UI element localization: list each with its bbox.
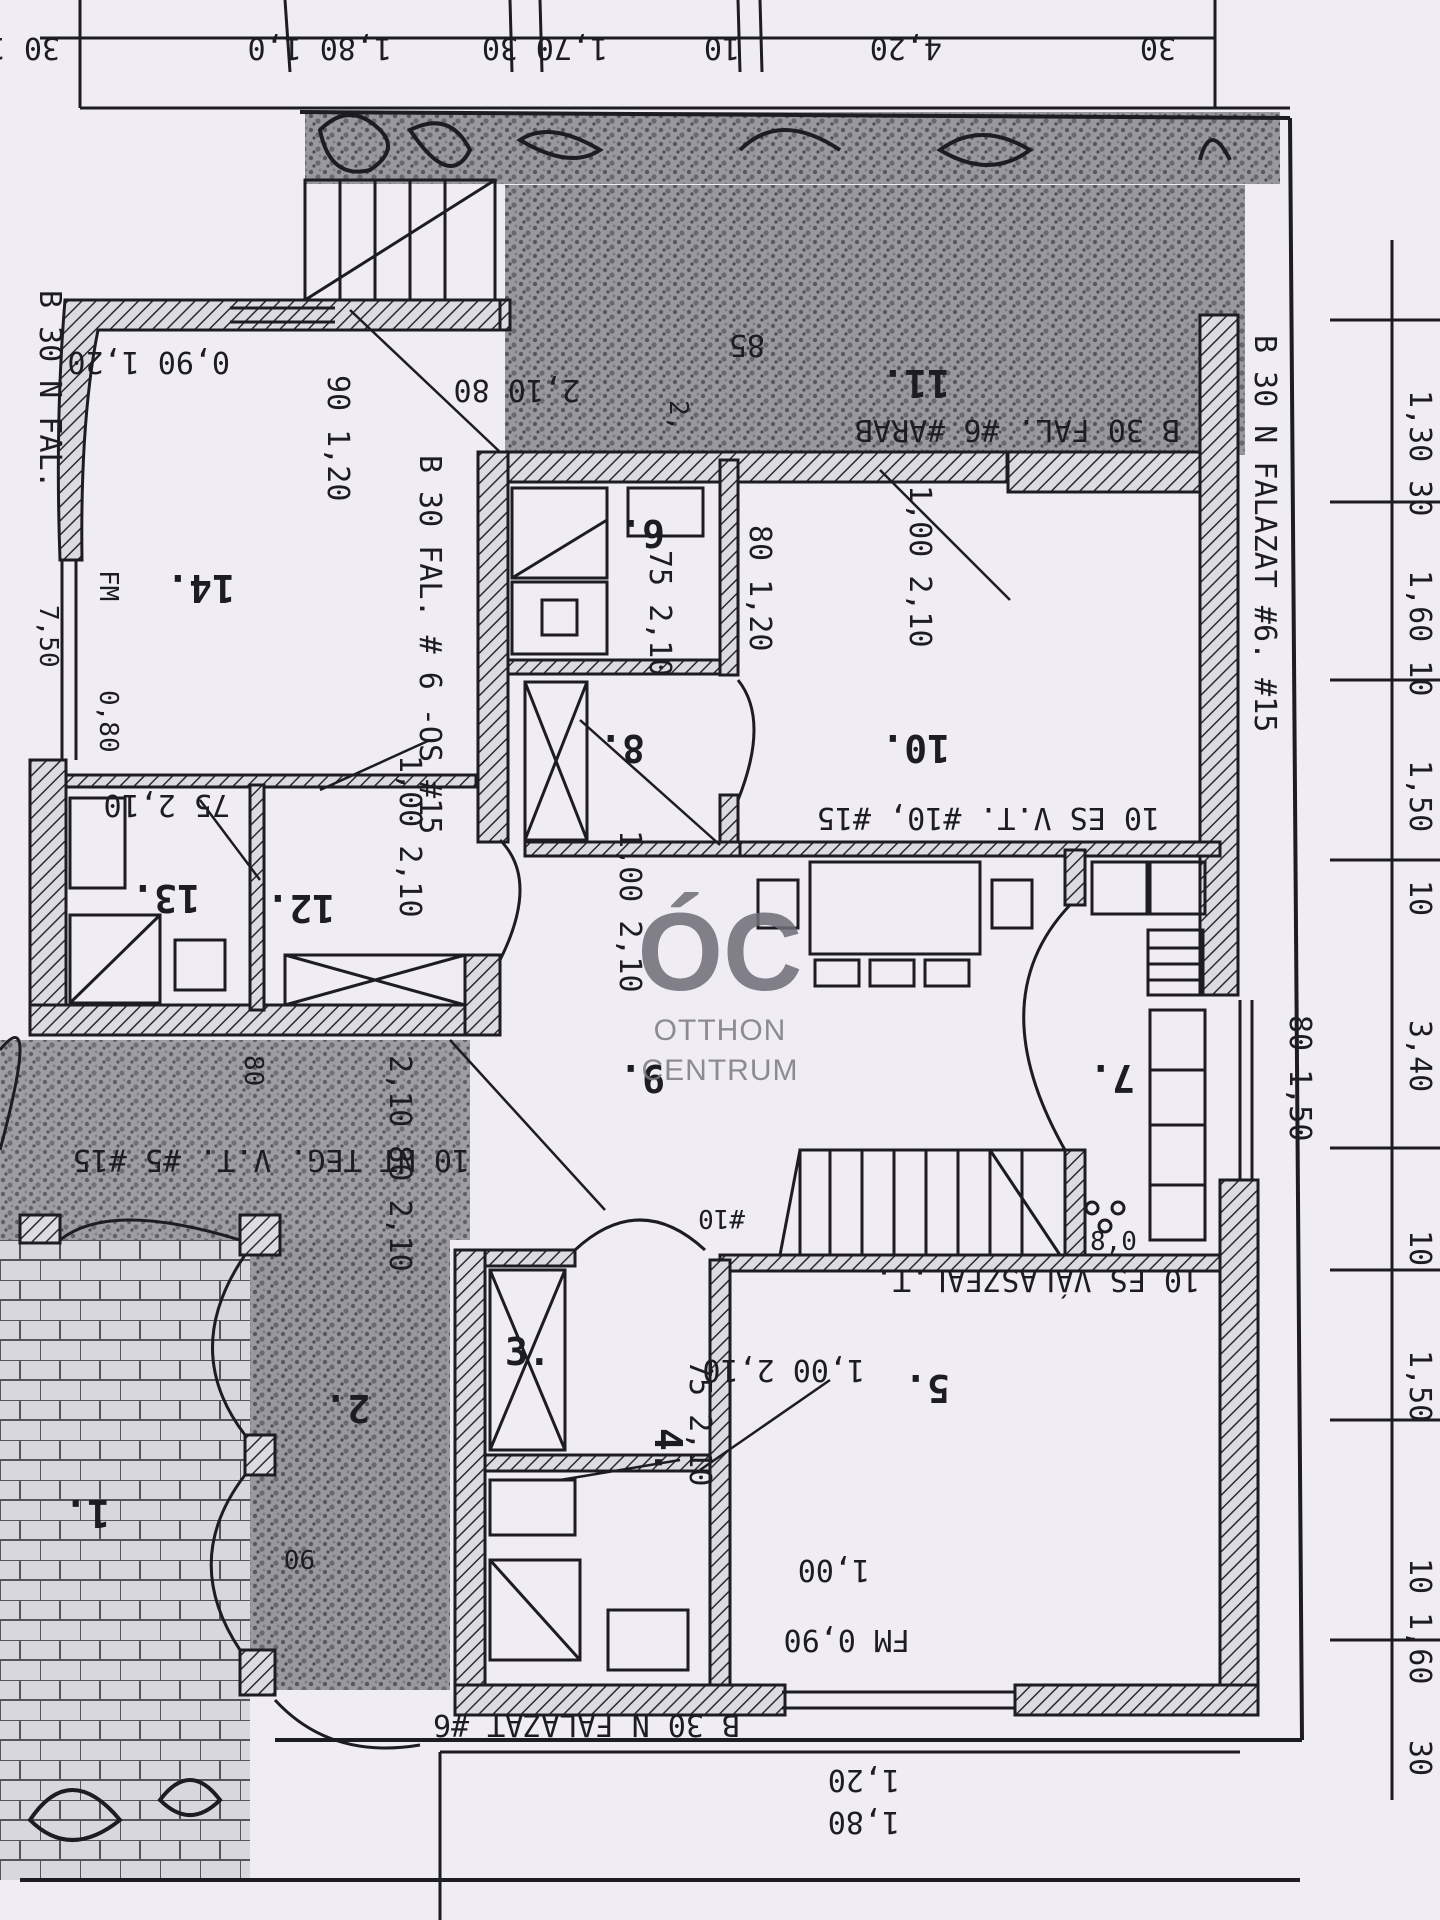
dim-top-1: 30 1,80 1,80 xyxy=(0,30,60,65)
label-room6-door: 75 2,10 xyxy=(642,550,677,676)
dim-bottom-bottom: 1,20 xyxy=(828,1762,900,1797)
watermark-logo: ÓC xyxy=(638,891,803,1014)
dim-side-9: 30 xyxy=(1402,1740,1437,1776)
door-swings xyxy=(0,679,1072,1750)
plant-icons xyxy=(27,113,1232,1842)
dim-top-7: 30 xyxy=(1140,30,1176,65)
room-label-4: 4. xyxy=(646,1428,690,1474)
room-label-8: 8. xyxy=(599,726,645,770)
note-slab-2: 10 ES VÁLASZFAL.T. xyxy=(875,1262,1200,1298)
note-slab-3: 10 NT TEG. V.T. #5 #15 xyxy=(73,1142,470,1177)
watermark-line1: OTTHON xyxy=(654,1014,787,1047)
dim-side-3: 1,50 xyxy=(1402,760,1437,832)
otthon-centrum-watermark: ÓC OTTHON CENTRUM xyxy=(638,891,803,1087)
label-room11-door: 2,10 80 xyxy=(454,372,580,407)
room-label-7: 7. xyxy=(1089,1056,1135,1100)
label-room14-bottom: 0,80 xyxy=(93,690,123,753)
dim-top-3: 30 xyxy=(482,30,518,65)
dim-top-6: 4,20 xyxy=(870,30,942,65)
right-dimension-line xyxy=(1330,240,1440,1800)
note-wall-top-right: B 30 FAL. #6 #ARAB xyxy=(855,412,1180,447)
windows xyxy=(60,306,1254,1710)
note-wall-left-b: 7,50 xyxy=(33,605,63,668)
entry-steps xyxy=(303,178,497,302)
dim-side-2: 1,60 10 xyxy=(1402,570,1437,696)
room-label-5: 5. xyxy=(904,1366,950,1410)
room-label-1: 1. xyxy=(64,1491,110,1535)
room-label-12: 12. xyxy=(266,886,335,930)
label-room12-door: 1,00 2,10 xyxy=(392,755,427,918)
room-label-13: 13. xyxy=(131,876,200,920)
label-room10-door: 80 1,20 xyxy=(742,525,777,651)
construction-notes: B 30 N FALAZAT #6. #15 B 30 N FALAZAT #6… xyxy=(32,290,1282,1742)
label-room10-window: 1,00 2,10 xyxy=(902,485,937,648)
bottom-dimension: 1,80 1,20 xyxy=(438,1750,1240,1920)
note-wall-inner: B 30 FAL. # 6 -OS #15 xyxy=(412,455,447,834)
dim-side-1: 1,30 30 xyxy=(1402,390,1437,516)
room-label-9: 9. xyxy=(619,1056,665,1100)
label-room14-window-b: 90 1,20 xyxy=(320,375,355,501)
fixtures xyxy=(68,486,1207,1672)
opening-labels: 0,90 1,20 90 1,20 FM 0,80 2,10 80 85 2, … xyxy=(67,327,1317,1657)
label-room14-window: 0,90 1,20 xyxy=(67,344,230,379)
diagonal-lines xyxy=(199,309,1011,1482)
label-room4-door: 75 2,10 xyxy=(682,1360,717,1486)
dim-side-8: 10 1,60 xyxy=(1402,1558,1437,1684)
note-wall-bottom: B 30 N FALAZAT #6 xyxy=(433,1707,740,1742)
label-room11-door-b: 85 xyxy=(729,327,765,362)
note-wall-left: B 30 N FAL. xyxy=(32,290,67,489)
room-label-2: 2. xyxy=(324,1386,370,1430)
note-wall-right: B 30 N FALAZAT #6. #15 xyxy=(1247,335,1282,732)
room-label-10: 10. xyxy=(881,726,950,770)
label-room13-door: 75 2,10 xyxy=(104,787,230,822)
dim-side-6: 10 xyxy=(1402,1230,1437,1266)
room-label-6: 6. xyxy=(619,511,665,555)
room-labels: 1. 2. 3. 4. 5. 6. 7. 8. 9. 10. 11. 12. 1… xyxy=(64,361,1135,1535)
site-boundary xyxy=(20,110,1304,1882)
dim-side-5: 3,40 xyxy=(1402,1020,1437,1092)
top-dimension-line xyxy=(40,0,1290,110)
dim-top-5: 10 xyxy=(704,30,740,65)
dim-bottom-top: 1,80 xyxy=(828,1804,900,1839)
dim-side-7: 1,50 xyxy=(1402,1350,1437,1422)
room-label-14: 14. xyxy=(166,566,235,610)
dim-top-2: 1,80 1,0 xyxy=(248,30,393,65)
label-room14-fm: FM xyxy=(93,570,123,601)
right-dimension-labels: 1,30 30 1,60 10 1,50 10 3,40 10 1,50 10 … xyxy=(1402,390,1437,1776)
top-dimension-labels: 30 1,80 1,80 1,80 1,0 30 1,70 10 4,20 30 xyxy=(0,30,1176,65)
label-room2-door-b: 80 xyxy=(238,1055,268,1086)
note-stair: #10 xyxy=(698,1203,745,1233)
label-room5-fm: FM 0,90 xyxy=(784,1622,910,1657)
room-label-3: 3. xyxy=(505,1330,551,1374)
dim-top-4: 1,70 xyxy=(536,30,608,65)
dim-side-4: 10 xyxy=(1402,880,1437,916)
note-kitchen: 8,0 xyxy=(1090,1227,1137,1257)
label-room9-door: 1,00 2,10 xyxy=(612,830,647,993)
terrace-areas xyxy=(0,112,1280,1880)
note-slab-1: 10 ES V.T. #10, #15 xyxy=(817,800,1160,835)
room-label-11: 11. xyxy=(881,361,950,405)
label-room3-door: 90 xyxy=(284,1543,315,1573)
watermark-line2: CENTRUM xyxy=(642,1054,799,1087)
label-room11-small: 2, xyxy=(663,400,693,431)
label-room2-door: 2,10 80 2,10 xyxy=(382,1055,417,1272)
label-room7-window: 80 1,50 xyxy=(1282,1015,1317,1141)
label-room5-window: 1,00 xyxy=(798,1552,870,1587)
label-room5-door: 1,00 2,10 xyxy=(702,1352,865,1387)
